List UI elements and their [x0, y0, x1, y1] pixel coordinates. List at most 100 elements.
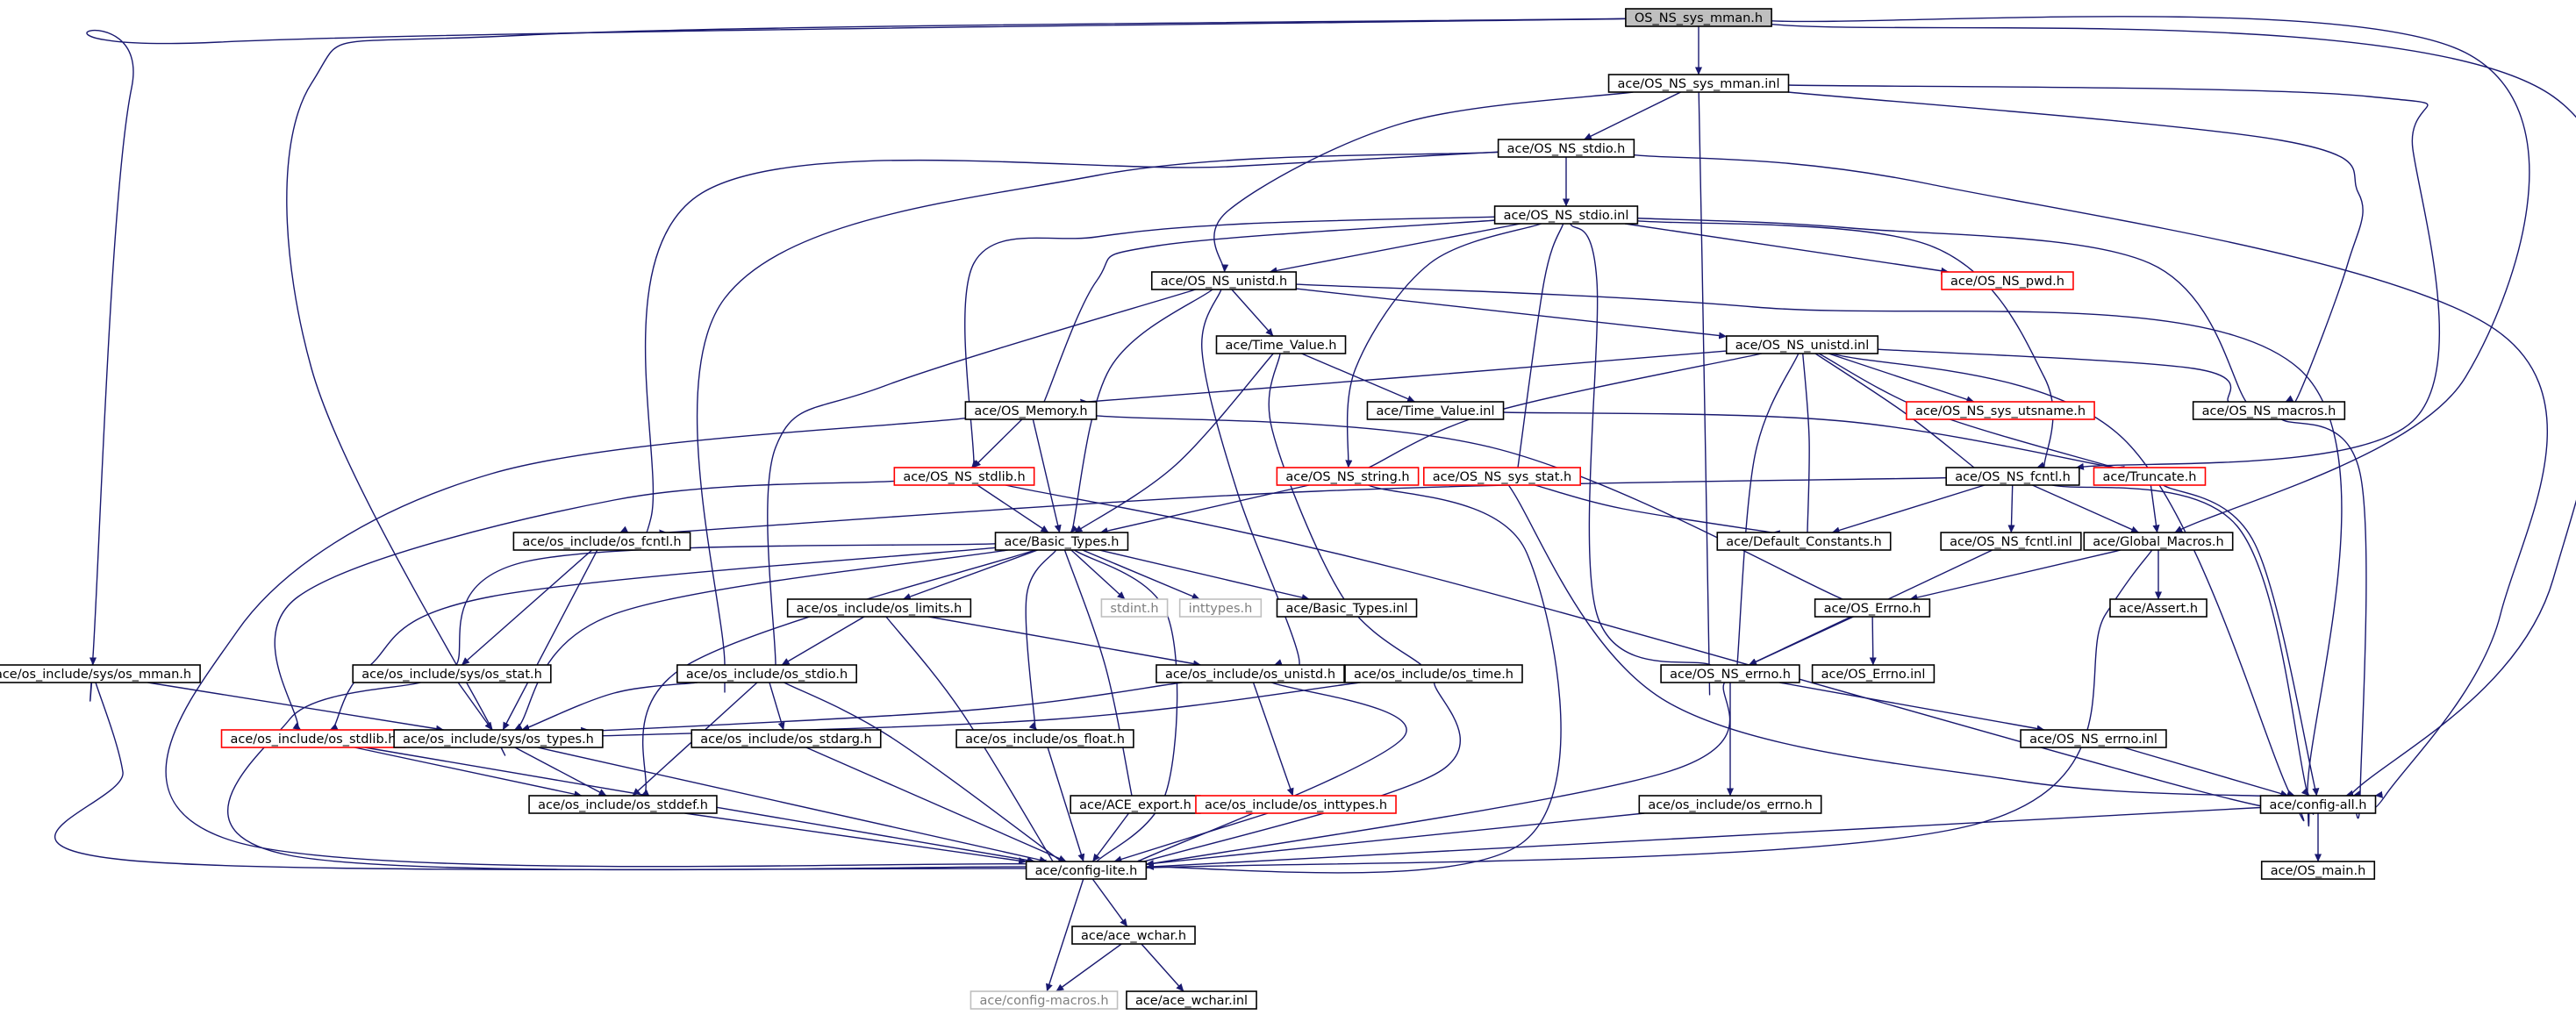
- node-label: ace/OS_NS_sys_stat.h: [1433, 470, 1571, 484]
- node-stdio-h[interactable]: ace/OS_NS_stdio.h: [1497, 139, 1635, 158]
- node-ace-export[interactable]: ace/ACE_export.h: [1070, 795, 1201, 814]
- node-sysstat-h[interactable]: ace/OS_NS_sys_stat.h: [1423, 467, 1581, 486]
- node-os-inttypes[interactable]: ace/os_include/os_inttypes.h: [1195, 795, 1397, 814]
- node-fcntl-h[interactable]: ace/OS_NS_fcntl.h: [1945, 467, 2080, 486]
- node-label: ace/OS_NS_stdio.h: [1507, 142, 1626, 156]
- node-box: [2109, 598, 2207, 618]
- edge-basic-types-to-os-float: [1025, 549, 1057, 740]
- node-pwd-h[interactable]: ace/OS_NS_pwd.h: [1941, 271, 2074, 290]
- node-default-const[interactable]: ace/Default_Constants.h: [1716, 532, 1892, 551]
- edge-basic-types-to-ace-export: [1063, 549, 1137, 806]
- node-os-stdarg[interactable]: ace/os_include/os_stdarg.h: [691, 729, 882, 748]
- node-box: [528, 795, 718, 814]
- node-label: ace/Basic_Types.inl: [1285, 602, 1407, 616]
- node-os-memory[interactable]: ace/OS_Memory.h: [964, 401, 1098, 420]
- edge-os-memory-to-basic-types: [1032, 418, 1062, 533]
- edge-os-memory-to-stdlib-h: [972, 418, 1023, 468]
- node-stdint[interactable]: stdint.h: [1100, 598, 1169, 618]
- node-os-errno-inl[interactable]: ace/OS_Errno.inl: [1811, 664, 1936, 683]
- node-box: [1366, 401, 1505, 420]
- node-os-errno-h[interactable]: ace/OS_Errno.h: [1814, 598, 1931, 618]
- node-box: [691, 729, 882, 748]
- node-os-limits[interactable]: ace/os_include/os_limits.h: [786, 598, 972, 618]
- node-string-h[interactable]: ace/OS_NS_string.h: [1276, 467, 1420, 486]
- edge-osinc-fcntl-to-sys-types: [502, 549, 598, 731]
- file-nodes: OS_NS_sys_mman.h ace/OS_NS_sys_mman.inlac…: [0, 8, 2377, 1010]
- node-os-float[interactable]: ace/os_include/os_float.h: [955, 729, 1134, 748]
- node-box: [1497, 139, 1635, 158]
- edge-macros-to-config-all: [2281, 418, 2367, 819]
- node-config-lite[interactable]: ace/config-lite.h: [1025, 861, 1148, 880]
- edge-mman-inl-to-unistd-h: [1213, 91, 1634, 273]
- node-box: [1276, 467, 1420, 486]
- edge-basic-types-to-sys-types: [508, 549, 1008, 738]
- node-os-time[interactable]: ace/os_include/os_time.h: [1344, 664, 1523, 683]
- edge-global-macros-to-os-errno-h: [1909, 549, 2122, 602]
- node-root[interactable]: OS_NS_sys_mman.h: [1625, 8, 1772, 27]
- node-basic-types[interactable]: ace/Basic_Types.h: [994, 532, 1129, 551]
- edge-sys-types-to-config-lite: [537, 747, 1048, 864]
- node-unistd-inl[interactable]: ace/OS_NS_unistd.inl: [1725, 335, 1879, 354]
- node-ns-errno-inl[interactable]: ace/OS_NS_errno.inl: [2020, 729, 2167, 748]
- node-label: ace/os_include/sys/os_stat.h: [361, 668, 542, 682]
- node-fcntl-inl[interactable]: ace/OS_NS_fcntl.inl: [1940, 532, 2082, 551]
- edge-os-time-to-sys-types: [542, 682, 1361, 740]
- edge-os-stdio-to-sys-types: [518, 682, 698, 733]
- edge-unistd-h-to-timevalue-h: [1231, 289, 1274, 337]
- node-box: [1607, 74, 1790, 93]
- node-sys-types[interactable]: ace/os_include/sys/os_types.h: [393, 729, 604, 748]
- node-assert[interactable]: ace/Assert.h: [2109, 598, 2207, 618]
- node-label: ace/OS_NS_sys_utsname.h: [1915, 404, 2086, 418]
- node-label: ace/os_include/os_inttypes.h: [1205, 798, 1387, 812]
- edge-stdio-inl-to-fcntl-h: [1637, 220, 2054, 474]
- node-config-macros[interactable]: ace/config-macros.h: [970, 990, 1119, 1010]
- node-unistd-h[interactable]: ace/OS_NS_unistd.h: [1150, 271, 1298, 290]
- node-sys-mman[interactable]: ace/os_include/sys/os_mman.h: [0, 664, 201, 683]
- node-ace-wchar-h[interactable]: ace/ace_wchar.h: [1071, 926, 1196, 945]
- node-box: [352, 664, 552, 683]
- node-timevalue-inl[interactable]: ace/Time_Value.inl: [1366, 401, 1505, 420]
- node-config-all[interactable]: ace/config-all.h: [2259, 795, 2377, 814]
- node-label: ace/OS_NS_sys_mman.inl: [1618, 77, 1780, 91]
- node-box: [1811, 664, 1936, 683]
- edge-timevalue-h-to-timevalue-inl: [1301, 353, 1415, 403]
- node-os-stddef[interactable]: ace/os_include/os_stddef.h: [528, 795, 718, 814]
- node-inttypes[interactable]: inttypes.h: [1178, 598, 1263, 618]
- node-os-stdio[interactable]: ace/os_include/os_stdio.h: [676, 664, 857, 683]
- node-basic-types-inl[interactable]: ace/Basic_Types.inl: [1276, 598, 1418, 618]
- node-os-unistd[interactable]: ace/os_include/os_unistd.h: [1156, 664, 1345, 683]
- node-utsname[interactable]: ace/OS_NS_sys_utsname.h: [1906, 401, 2095, 420]
- node-osinc-fcntl[interactable]: ace/os_include/os_fcntl.h: [512, 532, 691, 551]
- edge-mman-inl-to-ns-errno-h: [1698, 91, 1714, 696]
- node-label: ace/Default_Constants.h: [1726, 535, 1881, 549]
- edge-root-to-config-all: [1771, 23, 2576, 811]
- node-truncate[interactable]: ace/Truncate.h: [2093, 467, 2207, 486]
- node-ace-wchar-inl[interactable]: ace/ace_wchar.inl: [1126, 990, 1257, 1010]
- edge-root-to-sys-mman: [86, 18, 1626, 702]
- node-box: [1178, 598, 1263, 618]
- node-os-stdlib[interactable]: ace/os_include/os_stdlib.h: [220, 729, 406, 748]
- edge-ace-wchar-h-to-ace-wchar-inl: [1141, 943, 1184, 992]
- node-box: [1625, 8, 1772, 27]
- node-os-main[interactable]: ace/OS_main.h: [2260, 861, 2376, 880]
- node-ns-errno-h[interactable]: ace/OS_NS_errno.h: [1660, 664, 1800, 683]
- edge-os-unistd-to-os-inttypes: [1252, 682, 1294, 797]
- node-mman-inl[interactable]: ace/OS_NS_sys_mman.inl: [1607, 74, 1790, 93]
- node-macros[interactable]: ace/OS_NS_macros.h: [2192, 401, 2346, 420]
- node-os-errno[interactable]: ace/os_include/os_errno.h: [1638, 795, 1822, 814]
- edge-basic-types-to-inttypes: [1082, 549, 1200, 600]
- node-label: ace/os_include/os_unistd.h: [1165, 668, 1335, 682]
- edge-unistd-inl-to-os-memory: [1063, 350, 1727, 406]
- node-sys-stat[interactable]: ace/os_include/sys/os_stat.h: [352, 664, 552, 683]
- node-box: [1423, 467, 1581, 486]
- node-label: ace/OS_NS_fcntl.inl: [1950, 535, 2072, 549]
- node-box: [1126, 990, 1257, 1010]
- node-global-macros[interactable]: ace/Global_Macros.h: [2083, 532, 2234, 551]
- node-label: ace/os_include/os_errno.h: [1648, 798, 1812, 812]
- node-box: [2020, 729, 2167, 748]
- edge-unistd-inl-to-ns-errno-h: [1733, 353, 1800, 682]
- node-timevalue-h[interactable]: ace/Time_Value.h: [1215, 335, 1347, 354]
- node-stdio-inl[interactable]: ace/OS_NS_stdio.inl: [1493, 205, 1639, 225]
- node-stdlib-h[interactable]: ace/OS_NS_stdlib.h: [893, 467, 1035, 486]
